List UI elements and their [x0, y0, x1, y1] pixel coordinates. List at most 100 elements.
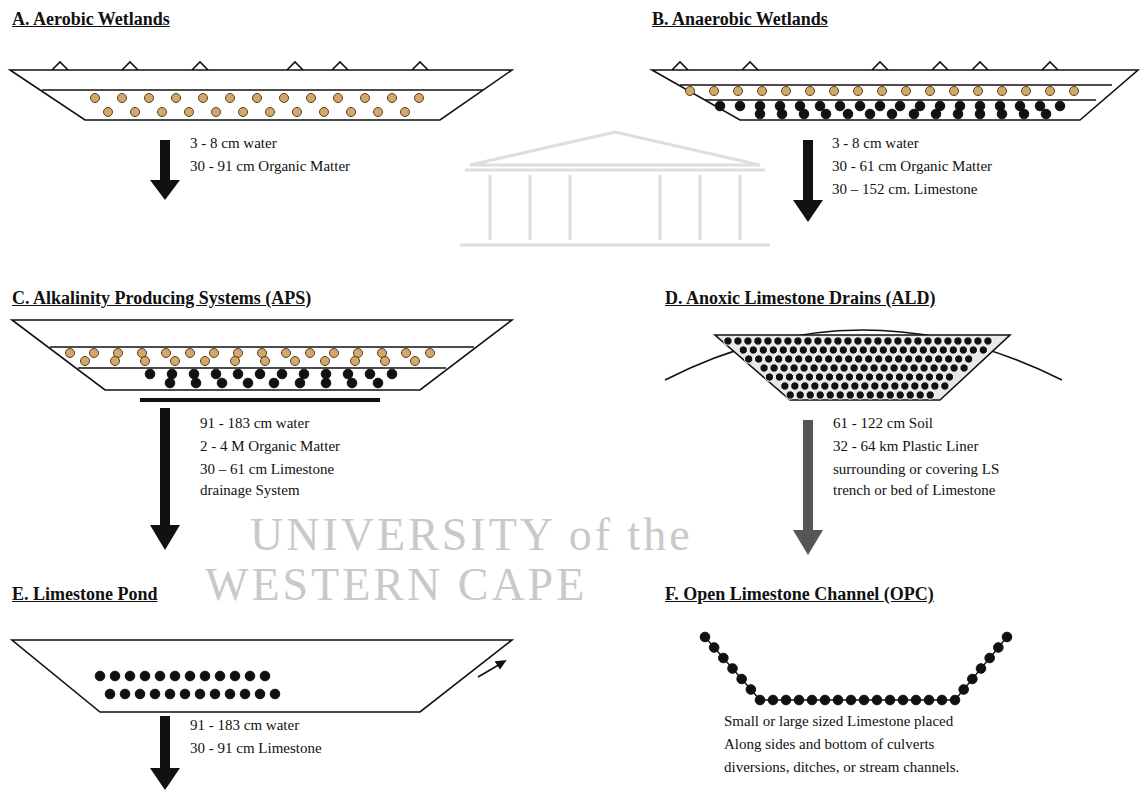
organic-matter-dot	[90, 349, 99, 358]
limestone-dot	[200, 671, 210, 681]
limestone-dot	[815, 101, 825, 111]
limestone-dot	[347, 378, 357, 388]
panel-heading: C. Alkalinity Producing Systems (APS)	[12, 287, 311, 309]
dot-fill	[66, 87, 1079, 705]
organic-matter-dot	[282, 349, 291, 358]
limestone-dot	[921, 382, 929, 390]
organic-matter-dot	[293, 108, 302, 117]
organic-matter-dot	[131, 108, 140, 117]
organic-matter-dot	[145, 94, 154, 103]
limestone-dot	[800, 364, 808, 372]
organic-matter-dot	[111, 357, 120, 366]
limestone-dot	[770, 364, 778, 372]
limestone-dot	[125, 671, 135, 681]
limestone-dot	[843, 109, 853, 119]
limestone-dot	[821, 382, 829, 390]
limestone-dot	[814, 337, 822, 345]
limestone-dot	[769, 346, 777, 354]
limestone-dot	[343, 369, 353, 379]
limestone-dot	[243, 378, 253, 388]
limestone-dot	[976, 664, 986, 674]
organic-matter-dot	[231, 357, 240, 366]
limestone-dot	[1019, 109, 1029, 119]
limestone-dot	[155, 671, 165, 681]
limestone-dot	[836, 391, 844, 399]
limestone-dot	[937, 695, 947, 705]
channel-profile	[705, 637, 1007, 700]
limestone-dot	[240, 689, 250, 699]
limestone-dot	[859, 695, 869, 705]
limestone-dot	[844, 355, 852, 363]
limestone-dot	[765, 373, 773, 381]
organic-matter-dot	[266, 108, 275, 117]
limestone-dot	[850, 364, 858, 372]
limestone-dot	[700, 632, 710, 642]
plant-symbols	[52, 62, 428, 70]
panel-heading: F. Open Limestone Channel (OPC)	[665, 583, 934, 605]
limestone-dot	[959, 685, 969, 695]
organic-matter-dot	[374, 108, 383, 117]
limestone-dot	[844, 337, 852, 345]
limestone-dot	[911, 695, 921, 705]
limestone-dot	[189, 369, 199, 379]
aerobic-wetland	[10, 62, 512, 120]
dimension-note: trench or bed of Limestone	[833, 481, 995, 499]
limestone-dot	[997, 109, 1007, 119]
panel-heading: B. Anaerobic Wetlands	[652, 8, 828, 30]
organic-matter-dot	[401, 108, 410, 117]
limestone-dot	[774, 337, 782, 345]
limestone-dot	[905, 373, 913, 381]
dimension-note: 91 - 183 cm water	[200, 414, 309, 432]
limestone-dot	[854, 337, 862, 345]
organic-matter-dot	[171, 357, 180, 366]
limestone-dot	[985, 653, 995, 663]
limestone-dot	[210, 689, 220, 699]
limestone-dot	[799, 109, 809, 119]
limestone-dot	[299, 369, 309, 379]
limestone-dot	[807, 695, 817, 705]
limestone-dot	[709, 643, 719, 653]
limestone-dot	[781, 695, 791, 705]
organic-matter-dot	[320, 108, 329, 117]
limestone-dot	[950, 364, 958, 372]
organic-matter-dot	[347, 108, 356, 117]
watermark-building	[460, 132, 770, 245]
organic-matter-dot	[388, 94, 397, 103]
limestone-dot	[830, 364, 838, 372]
limestone-dot	[775, 373, 783, 381]
organic-matter-dot	[351, 357, 360, 366]
panel-heading: E. Limestone Pond	[12, 583, 158, 605]
limestone-dot	[217, 378, 227, 388]
limestone-dot	[885, 373, 893, 381]
limestone-dot	[784, 355, 792, 363]
plant-symbols	[672, 62, 1058, 70]
limestone-dot	[964, 337, 972, 345]
limestone-dot	[735, 101, 745, 111]
limestone-dot	[1055, 101, 1065, 111]
limestone-dot	[941, 382, 949, 390]
limestone-dot	[834, 337, 842, 345]
limestone-dot	[864, 355, 872, 363]
limestone-dot	[744, 337, 752, 345]
dimension-note: 3 - 8 cm water	[190, 134, 277, 152]
limestone-dot	[874, 355, 882, 363]
limestone-dot	[799, 346, 807, 354]
limestone-dot	[786, 391, 794, 399]
organic-matter-dot	[291, 357, 300, 366]
organic-matter-dot	[415, 94, 424, 103]
limestone-dot	[195, 689, 205, 699]
limestone-dot	[120, 689, 130, 699]
limestone-dot	[891, 382, 899, 390]
limestone-dot	[824, 337, 832, 345]
limestone-dot	[864, 337, 872, 345]
limestone-dot	[831, 382, 839, 390]
limestone-dot	[960, 364, 968, 372]
limestone-dot	[926, 391, 934, 399]
limestone-dot	[931, 382, 939, 390]
limestone-dot	[135, 689, 145, 699]
limestone-dot	[233, 369, 243, 379]
limestone-dot	[804, 337, 812, 345]
dimension-note: drainage System	[200, 481, 300, 499]
organic-matter-dot	[998, 87, 1007, 96]
limestone-dot	[880, 364, 888, 372]
